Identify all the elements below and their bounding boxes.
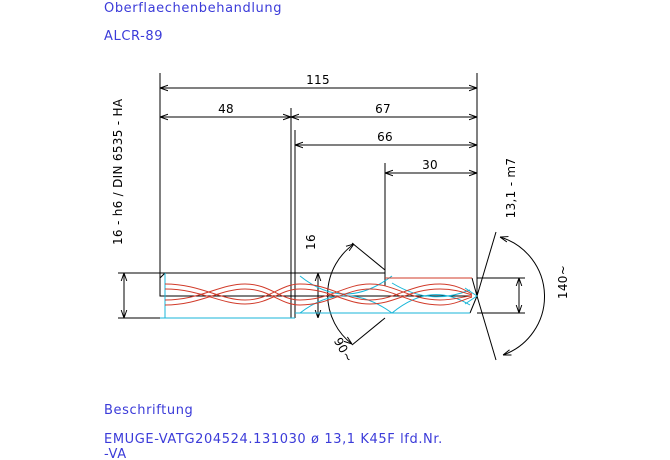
inscription-line-2: -VA [104,447,127,460]
shank-spec-label: 16 - h6 / DIN 6535 - HA [111,98,125,245]
dimension-total-length: 115 [159,73,478,295]
dimension-shank-diameter-left [118,272,165,319]
inscription-label: Beschriftung [104,403,193,418]
dimension-flute-section: 67 [291,102,477,117]
dimension-flute-length: 66 [294,130,477,318]
coating-label: ALCR-89 [104,29,163,44]
chamfer-angle-value: 90~ [331,335,356,365]
flute-section-value: 67 [375,102,391,116]
hidden-lines [160,273,478,319]
dimension-point-angle: 140~ [476,231,570,361]
shank-diameter-value: 16 [304,234,318,250]
inscription-line-1: EMUGE-VATG204524.131030 ø 13,1 K45F lfd.… [104,432,443,447]
total-length-value: 115 [306,73,330,87]
shank-length-value: 48 [218,102,234,116]
point-angle-value: 140~ [556,265,570,299]
cut-diameter-value: 13,1 - m7 [504,158,518,219]
dimension-cut-diameter: 13,1 - m7 [477,158,525,314]
flute-helix [164,277,473,306]
dimension-cut-length: 30 [384,158,477,278]
flute-length-value: 66 [377,130,393,144]
dimension-shank-length: 48 [160,102,292,318]
cut-length-value: 30 [422,158,438,172]
surface-treatment-label: Oberflaechenbehandlung [104,1,282,16]
